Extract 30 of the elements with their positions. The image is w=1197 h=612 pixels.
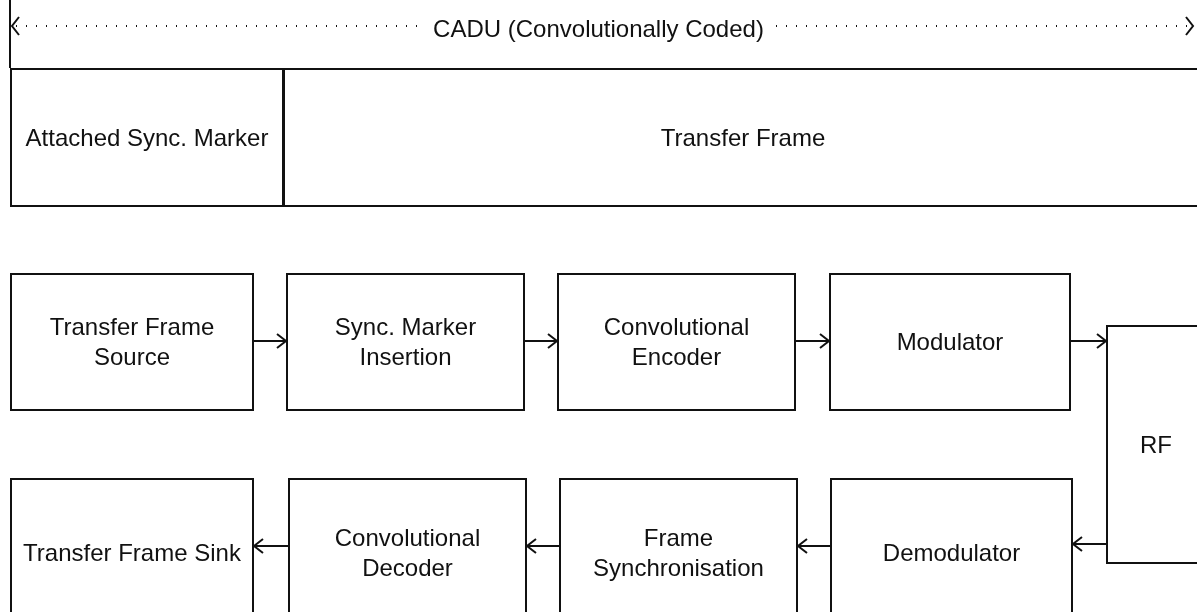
process-box (288, 478, 527, 612)
process-box (283, 68, 1197, 207)
process-box (10, 478, 254, 612)
arrow (797, 538, 831, 554)
arrow (1070, 333, 1107, 349)
process-box (830, 478, 1073, 612)
box-label: Transfer Frame Source (48, 312, 216, 372)
process-box (559, 478, 798, 612)
process-box (829, 273, 1071, 411)
box-label: Convolutional Decoder (333, 523, 482, 583)
arrow (253, 538, 289, 554)
arrow (1072, 536, 1107, 552)
arrow (526, 538, 560, 554)
box-label: Modulator (895, 327, 1005, 357)
process-box (557, 273, 796, 411)
box-label: Transfer Frame (659, 122, 827, 153)
process-box (10, 68, 284, 207)
box-label: Transfer Frame Sink (22, 538, 242, 568)
arrow (795, 333, 830, 349)
process-box (10, 273, 254, 411)
process-box (286, 273, 525, 411)
box-label: Attached Sync. Marker (24, 122, 270, 153)
box-label: Frame Synchronisation (592, 523, 765, 583)
box-label: Convolutional Encoder (602, 312, 751, 372)
process-box (1106, 325, 1197, 564)
arrow (524, 333, 558, 349)
box-label: RF (1139, 429, 1173, 460)
box-label: Sync. Marker Insertion (333, 312, 478, 372)
arrow (253, 333, 287, 349)
box-label: Demodulator (881, 538, 1022, 568)
